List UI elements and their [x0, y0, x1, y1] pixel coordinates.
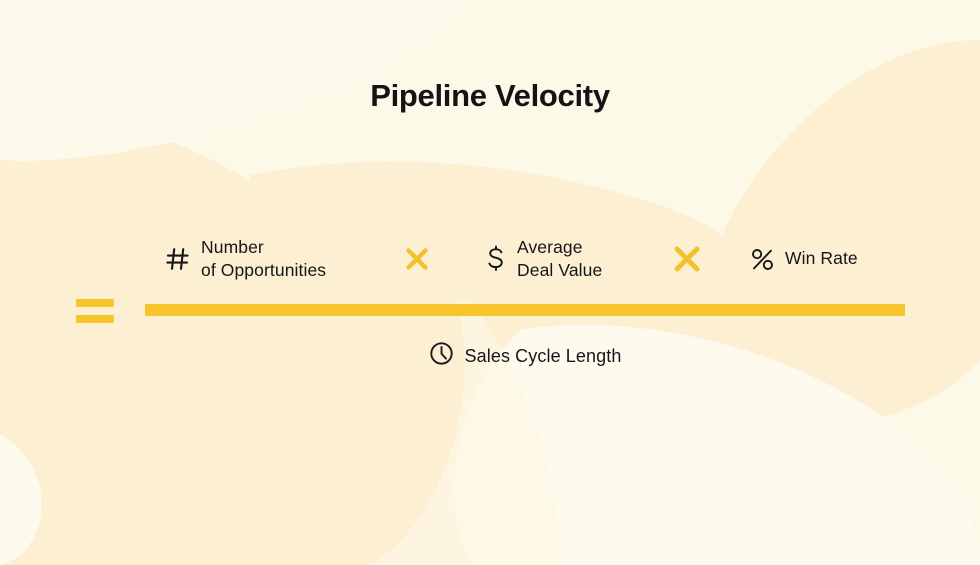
term-win-rate: Win Rate: [750, 228, 858, 290]
equals-icon: [76, 299, 114, 323]
dollar-icon: [485, 245, 507, 273]
hash-icon: [165, 246, 191, 272]
equals-bar-bottom: [76, 315, 114, 323]
multiply-icon-2: [670, 228, 704, 290]
percent-icon: [750, 247, 775, 272]
term-sales-cycle-length: Sales Cycle Length: [429, 341, 622, 371]
term-average-deal-value: Average Deal Value: [485, 228, 602, 290]
equals-bar-top: [76, 299, 114, 307]
term-label-dealvalue: Average Deal Value: [517, 236, 603, 280]
term-label-winrate: Win Rate: [785, 248, 858, 269]
formula-denominator: Sales Cycle Length: [145, 332, 905, 380]
clock-icon: [429, 341, 454, 371]
multiply-icon-1: [400, 228, 434, 290]
term-label-salescyclelength: Sales Cycle Length: [464, 345, 622, 366]
fraction-divider-bar: [145, 304, 905, 316]
formula-numerator: Number of Opportunities: [145, 228, 905, 290]
term-number-of-opportunities: Number of Opportunities: [165, 228, 326, 290]
term-label-opportunities: Number of Opportunities: [201, 236, 327, 280]
page-title: Pipeline Velocity: [370, 78, 610, 113]
